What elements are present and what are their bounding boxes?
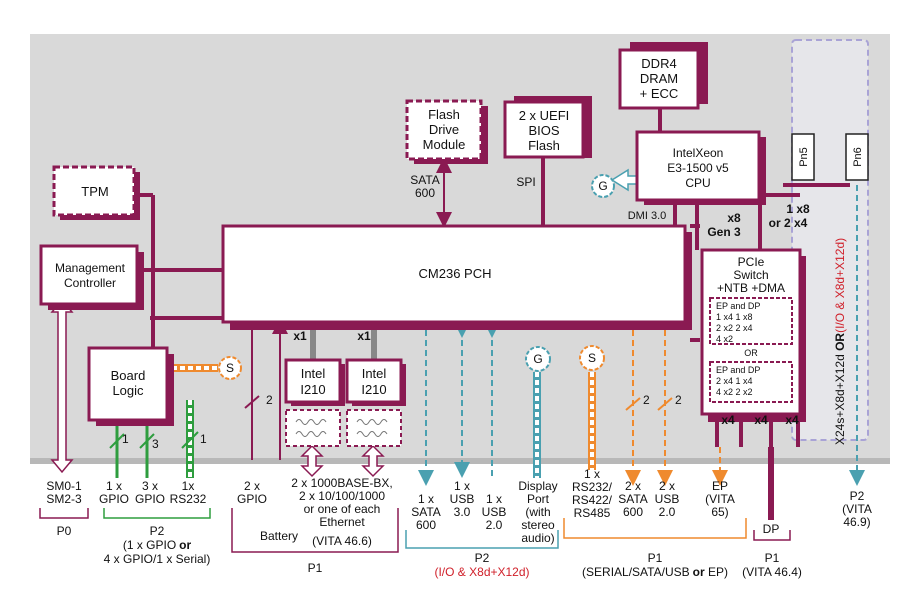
ep-dp-option1: [709, 297, 793, 345]
svg-text:CM236 PCH: CM236 PCH: [419, 266, 492, 281]
svg-text:(VITA 46.4): (VITA 46.4): [742, 565, 802, 579]
svg-text:OR: OR: [744, 348, 758, 358]
x1-a-label: x1: [293, 329, 307, 343]
svg-text:P0: P0: [57, 524, 72, 538]
svg-text:P2: P2: [475, 551, 490, 565]
svg-text:Pn6: Pn6: [852, 147, 864, 167]
svg-text:G: G: [533, 352, 542, 366]
svg-text:TPM: TPM: [81, 184, 108, 199]
teal-links: [418, 185, 865, 486]
tpm-block: TPM: [52, 165, 140, 220]
group-brackets: [39, 508, 791, 553]
svg-text:EP and DP2 x4 1 x44 x2 2 x2: EP and DP2 x4 1 x44 x2 2 x2: [716, 365, 760, 397]
s-board-icon: S: [218, 356, 242, 380]
s-serial-icon: S: [579, 345, 605, 371]
pn6-connector: Pn6: [845, 133, 869, 181]
x4-b-label: x4: [754, 413, 768, 427]
sm-double-arrow: [50, 298, 74, 474]
svg-text:S: S: [588, 351, 596, 365]
n1-gpio-label: 1: [122, 432, 129, 446]
green-links: [109, 420, 155, 478]
ep-dp-option2: [709, 361, 793, 403]
n3-gpio-label: 3: [152, 437, 159, 451]
n1-rs-label: 1: [200, 432, 207, 446]
svg-text:S: S: [226, 361, 234, 375]
n2-gpio-label: 2: [266, 393, 273, 407]
svg-text:P1: P1: [308, 561, 323, 575]
svg-text:P2: P2: [150, 524, 165, 538]
x4-a-label: x4: [721, 413, 735, 427]
eth-arrow-a: [300, 444, 324, 478]
g-cpu-icon: G: [591, 174, 615, 198]
dmi-label: DMI 3.0: [628, 210, 667, 222]
g-dp-icon: G: [525, 346, 551, 372]
svg-text:P1: P1: [765, 551, 780, 565]
svg-text:DP: DP: [763, 522, 780, 536]
svg-text:P1: P1: [648, 551, 663, 565]
svg-text:Battery: Battery: [260, 529, 298, 543]
vertical-config-label: X24s+X8d+X12d OR(I/O & X8d+X12d): [833, 238, 847, 445]
pn5-connector: Pn5: [791, 133, 815, 181]
eth-arrow-b: [361, 444, 385, 478]
board-edge: [30, 458, 890, 464]
x4-c-label: x4: [785, 413, 799, 427]
n2-usb-label: 2: [675, 393, 682, 407]
svg-text:Pn5: Pn5: [798, 147, 810, 167]
svg-text:EP and DP1 x4 1 x82 x2 2 x4: EP and DP1 x4 1 x82 x2 2 x44 x2: [716, 301, 760, 344]
svg-text:(I/O & X8d+X12d): (I/O & X8d+X12d): [434, 565, 529, 579]
pch-block: CM236 PCH: [221, 224, 692, 330]
x1-b-label: x1: [357, 329, 371, 343]
n2-sata-label: 2: [643, 393, 650, 407]
spi-label: SPI: [516, 175, 535, 189]
svg-text:4 x GPIO/1 x Serial): 4 x GPIO/1 x Serial): [104, 552, 211, 566]
svg-text:G: G: [598, 179, 607, 193]
